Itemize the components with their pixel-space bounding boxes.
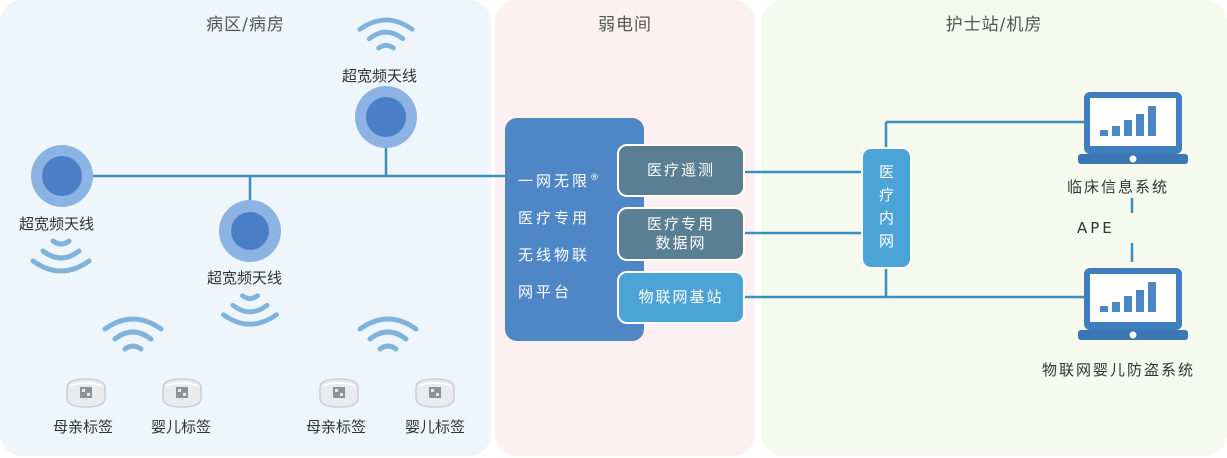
mother-tag-icon bbox=[66, 378, 106, 408]
signal-icon bbox=[360, 319, 416, 349]
connection-lines bbox=[62, 120, 1134, 299]
antenna-top-icon bbox=[355, 86, 417, 148]
weak-room-zone-title: 弱电间 bbox=[598, 15, 652, 35]
medical-data-network-module: 医疗专用 数据网 bbox=[617, 207, 745, 261]
intranet-char: 网 bbox=[878, 232, 894, 250]
nurse-zone-title: 护士站/机房 bbox=[945, 15, 1043, 35]
antenna-left-icon bbox=[31, 145, 93, 207]
signal-icon bbox=[105, 319, 161, 349]
signal-icon bbox=[223, 296, 276, 325]
anti-theft-system-label: 物联网婴儿防盗系统 bbox=[1042, 361, 1196, 379]
antenna-label: 超宽频天线 bbox=[207, 269, 283, 287]
data-net-label-1: 医疗专用 bbox=[646, 215, 715, 233]
registered-mark: ® bbox=[590, 173, 600, 183]
intranet-char: 疗 bbox=[878, 186, 894, 204]
telemetry-label: 医疗遥测 bbox=[646, 161, 715, 179]
baby-tag-icon bbox=[162, 378, 202, 408]
antenna-middle-icon bbox=[219, 200, 281, 262]
platform-line-3: 无线物联 bbox=[518, 246, 591, 264]
medical-intranet-box: 医 疗 内 网 bbox=[861, 147, 912, 269]
nurse-station-zone: 护士站/机房 bbox=[761, 0, 1227, 456]
iot-base-station-module: 物联网基站 bbox=[617, 271, 745, 324]
clinical-system-label: 临床信息系统 bbox=[1067, 178, 1170, 196]
intranet-char: 内 bbox=[878, 209, 894, 227]
medical-telemetry-module: 医疗遥测 bbox=[617, 144, 745, 197]
laptop-icon bbox=[1078, 92, 1188, 164]
platform-line-1: 一网无限® bbox=[518, 172, 600, 190]
antenna-label: 超宽频天线 bbox=[342, 67, 418, 85]
intranet-char: 医 bbox=[878, 163, 894, 181]
baby-tag-label: 婴儿标签 bbox=[151, 418, 212, 436]
laptop-icon bbox=[1078, 268, 1188, 340]
ape-label: APE bbox=[1077, 219, 1115, 237]
antenna-label: 超宽频天线 bbox=[19, 215, 95, 233]
platform-line-4: 网平台 bbox=[518, 283, 573, 301]
signal-icon bbox=[360, 20, 413, 48]
signal-icon bbox=[33, 241, 89, 271]
platform-line-2: 医疗专用 bbox=[518, 209, 591, 227]
mother-tag-label: 母亲标签 bbox=[306, 418, 367, 436]
mother-tag-label: 母亲标签 bbox=[53, 418, 114, 436]
baby-tag-icon bbox=[415, 378, 455, 408]
baby-tag-label: 婴儿标签 bbox=[405, 418, 466, 436]
iot-base-label: 物联网基站 bbox=[638, 288, 724, 306]
mother-tag-icon bbox=[319, 378, 359, 408]
data-net-label-2: 数据网 bbox=[655, 234, 707, 252]
ward-zone-title: 病区/病房 bbox=[206, 15, 285, 35]
